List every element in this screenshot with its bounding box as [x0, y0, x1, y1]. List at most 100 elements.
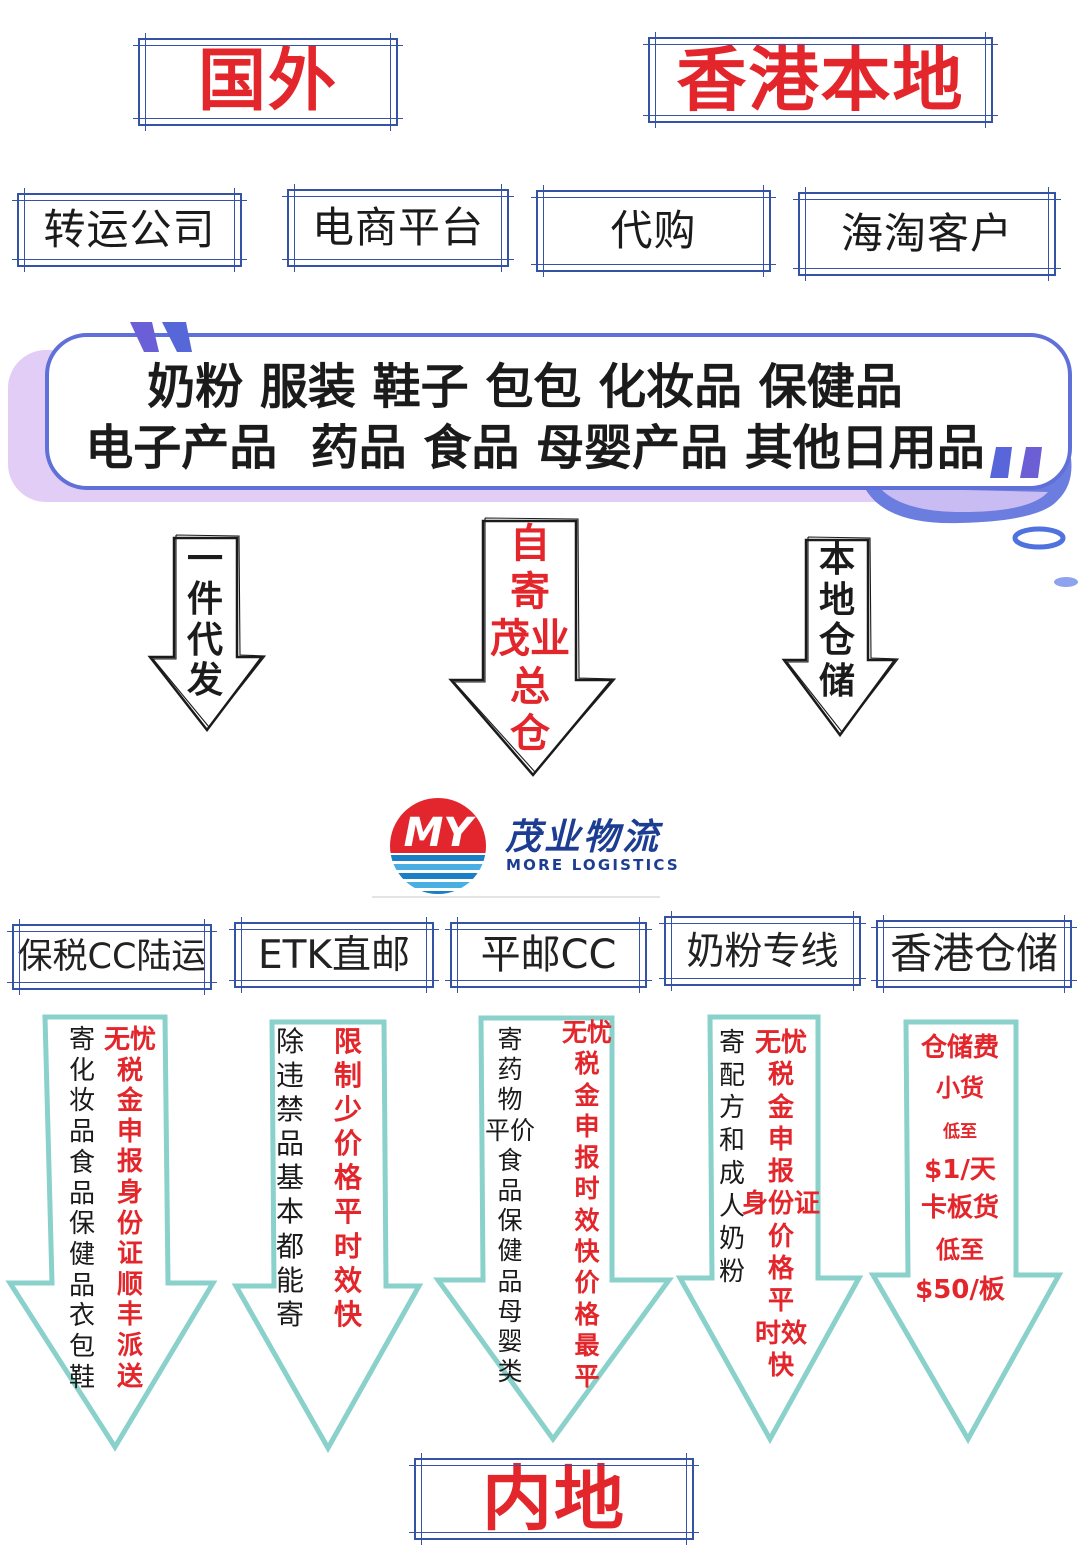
service-benefits-column: 无忧税金申报身份证顺丰派送: [98, 1025, 162, 1392]
service-item-char: 妆: [68, 1086, 95, 1117]
service-item-char: 成: [718, 1158, 745, 1189]
service-benefit-char: 价: [574, 1268, 600, 1298]
service-benefit-char: 无忧: [561, 1018, 612, 1047]
service-benefit-char: 价: [767, 1221, 794, 1252]
intake-route-char: 地: [818, 579, 855, 621]
service-benefit-char: 税: [574, 1049, 600, 1079]
service-benefits-column: 无忧税金申报时效快价格最平: [557, 1017, 617, 1393]
service-benefit-char: 份: [116, 1208, 143, 1239]
down-arrow-icon: [868, 1019, 1064, 1445]
intake-route-char: 自: [510, 521, 550, 567]
service-item-char: 基: [275, 1161, 304, 1195]
destination-box: 内地: [409, 1453, 699, 1545]
service-item-char: 违: [275, 1059, 304, 1093]
storage-pricing-line: 低至: [936, 1236, 984, 1264]
service-arrows: [5, 1014, 1064, 1454]
service-benefit-char: 顺: [116, 1269, 143, 1300]
intake-route-label: 自寄茂业总仓: [480, 521, 580, 759]
service-name-box: ETK直邮: [229, 917, 439, 993]
service-item-char: 包: [68, 1332, 95, 1363]
service-item-char: 食: [497, 1145, 523, 1175]
service-item-char: 寄: [718, 1028, 745, 1058]
service-benefit-char: 平: [333, 1195, 362, 1229]
intake-arrows: [147, 517, 900, 777]
service-benefit-char: 金: [116, 1086, 143, 1117]
service-item-char: 物: [497, 1085, 523, 1115]
service-item-char: 方: [718, 1093, 745, 1124]
service-item-char: 平价: [484, 1115, 535, 1145]
service-items-column: 除违禁品基本都能寄: [270, 1025, 310, 1332]
service-benefit-char: 限: [333, 1025, 362, 1058]
origin-hong-kong-label: 香港本地: [676, 39, 965, 121]
service-item-char: 寄: [68, 1025, 95, 1055]
customer-type-label: 电商平台: [311, 203, 484, 252]
service-item-char: 奶: [718, 1224, 745, 1255]
service-benefit-char: 金: [767, 1092, 794, 1123]
service-benefit-char: 无忧: [103, 1025, 156, 1055]
service-benefit-char: 格: [767, 1254, 794, 1285]
service-benefit-char: 平: [767, 1286, 794, 1317]
service-benefit-char: 快: [574, 1237, 600, 1267]
down-arrow-icon: [5, 1014, 218, 1452]
service-item-char: 保: [497, 1206, 523, 1236]
service-items-column: 寄药物平价食品保健品母婴类: [480, 1025, 540, 1387]
service-benefit-char: 少: [333, 1093, 362, 1127]
quote-marks: [130, 322, 1042, 478]
service-benefit-char: 身: [116, 1177, 143, 1208]
service-item-char: 能: [275, 1263, 304, 1297]
service-benefit-char: 时: [574, 1174, 600, 1204]
service-name-label: 香港仓储: [889, 929, 1058, 978]
service-benefit-char: 申: [574, 1111, 600, 1141]
service-item-char: 品: [275, 1127, 304, 1161]
service-name-box: 香港仓储: [871, 915, 1077, 993]
service-item-char: 都: [275, 1229, 304, 1263]
service-benefit-char: 报: [574, 1143, 600, 1173]
thought-bubble-ring-icon: [1012, 526, 1066, 550]
goods-list-line-2: 电子产品 药品 食品 母婴产品 其他日用品: [85, 420, 985, 476]
intake-route-char: 储: [818, 660, 855, 702]
down-arrow-icon: [448, 519, 615, 777]
service-item-char: 人: [718, 1191, 745, 1222]
storage-pricing-line: 低至: [943, 1122, 977, 1142]
customer-type-label: 海淘客户: [840, 209, 1013, 258]
destination-label: 内地: [482, 1458, 626, 1540]
service-item-char: 品: [68, 1117, 95, 1148]
service-benefit-char: 平: [574, 1362, 600, 1392]
storage-pricing-line: 仓储费: [920, 1033, 999, 1063]
service-benefit-char: 报: [767, 1157, 794, 1188]
customer-type-box: 电商平台: [282, 184, 514, 272]
service-benefit-char: 无忧: [754, 1028, 807, 1058]
open-quote-icon: [162, 322, 192, 352]
intake-route-char: 件: [186, 579, 223, 621]
service-item-char: 品: [68, 1178, 95, 1209]
service-items-column: 寄化妆品食品保健品衣包鞋: [62, 1025, 102, 1393]
service-benefit-char: 快: [767, 1350, 794, 1381]
thought-bubble-dot-icon: [1054, 577, 1078, 587]
service-item-char: 婴: [497, 1327, 523, 1357]
service-benefit-char: 身份证: [741, 1189, 820, 1220]
storage-pricing-line: 小货: [936, 1074, 984, 1102]
origin-foreign-label: 国外: [197, 42, 338, 121]
intake-route-char: 发: [186, 659, 223, 701]
service-benefit-char: 税: [116, 1055, 143, 1086]
service-item-char: 健: [497, 1236, 523, 1266]
service-name-label: 奶粉专线: [686, 929, 839, 973]
service-name-label: ETK直邮: [257, 932, 411, 978]
intake-route-label: 本地仓储: [817, 539, 857, 702]
goods-list-line-1: 奶粉 服装 鞋子 包包 化妆品 保健品: [147, 359, 903, 415]
service-item-char: 除: [275, 1025, 304, 1058]
service-benefit-char: 丰: [116, 1300, 143, 1331]
service-item-char: 品: [68, 1270, 95, 1301]
close-quote-icon: [1020, 447, 1042, 478]
intake-route-char: 本: [818, 539, 855, 580]
service-benefit-char: 税: [767, 1060, 794, 1091]
origin-foreign-box: 国外: [133, 33, 403, 131]
down-arrow-icon: [147, 536, 265, 733]
intake-route-char: 茂业: [490, 616, 570, 662]
service-item-char: 粉: [718, 1256, 745, 1287]
customer-type-box: 代购: [531, 185, 776, 277]
service-item-char: 品: [497, 1176, 523, 1206]
customer-type-label: 转运公司: [43, 205, 216, 254]
service-benefit-char: 格: [574, 1299, 600, 1329]
